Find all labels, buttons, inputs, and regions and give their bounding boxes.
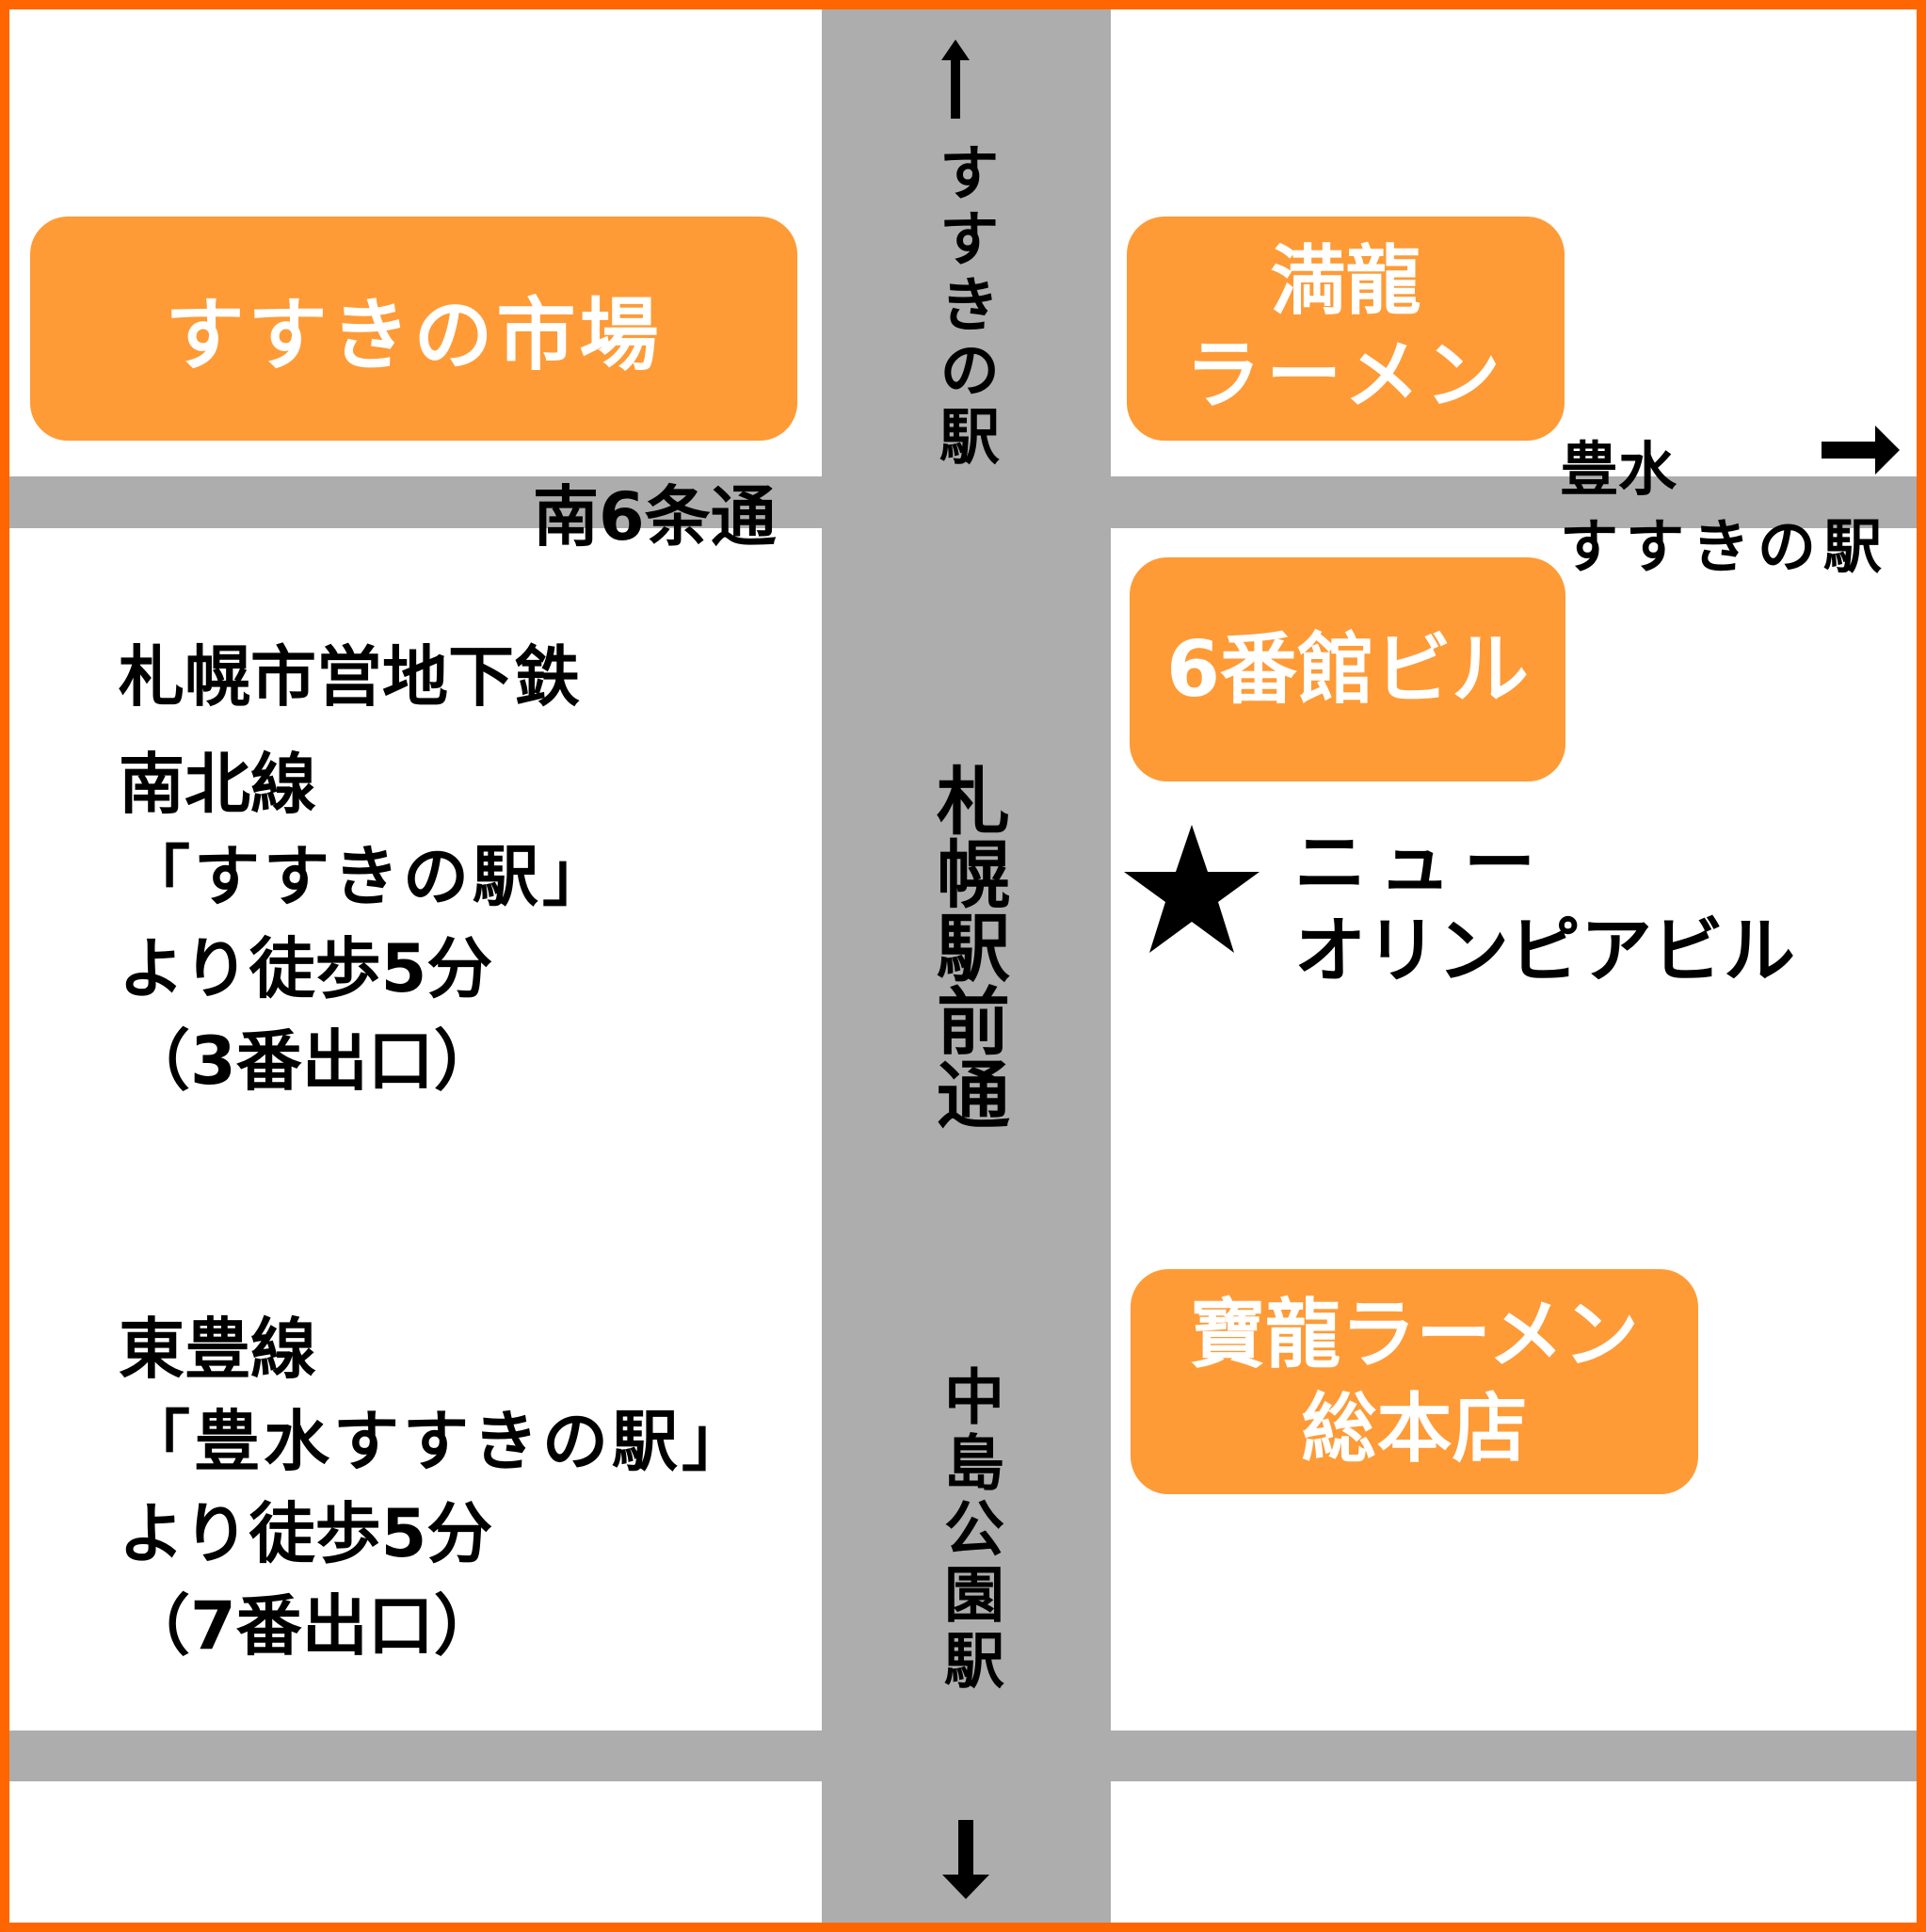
access-toho: 東豊線 「豊水すすきの駅」 より徒歩5分 （7番出口） bbox=[119, 1303, 751, 1672]
access-namboku-station: 「すすきの駅」 bbox=[124, 838, 612, 915]
arrow-up-icon bbox=[941, 40, 970, 119]
label-nakajima-koen-station: 中島公園駅 bbox=[934, 1365, 1003, 1695]
access-namboku-exit: （3番出口） bbox=[124, 1022, 500, 1100]
landmark-susukino-market: すすきの市場 bbox=[30, 217, 797, 441]
label-sapporo-ekimae-dori: 札幌駅前通 bbox=[924, 763, 1009, 1130]
access-namboku: 札幌市営地下鉄 南北線 「すすきの駅」 より徒歩5分 （3番出口） bbox=[119, 631, 612, 1107]
road-sapporo-ekimae-dori bbox=[822, 0, 1111, 1932]
access-namboku-walk: より徒歩5分 bbox=[119, 930, 493, 1007]
destination-line1: ニュー bbox=[1294, 821, 1549, 905]
landmark-horyu-line2: 総本店 bbox=[1301, 1384, 1528, 1473]
landmark-horyu-ramen: 寶龍ラーメン 総本店 bbox=[1131, 1269, 1698, 1494]
arrow-right-icon bbox=[1822, 426, 1900, 475]
star-icon bbox=[1124, 825, 1260, 953]
label-susukino-station-north: すすきの駅 bbox=[929, 141, 999, 471]
label-hosui-susukino-station: すすきの駅 bbox=[1560, 512, 1890, 581]
road-minami6jo-dori bbox=[0, 476, 1926, 528]
destination-line2: オリンピアビル bbox=[1294, 909, 1795, 992]
access-toho-walk: より徒歩5分 bbox=[119, 1495, 493, 1572]
access-header: 札幌市営地下鉄 bbox=[119, 638, 580, 716]
access-toho-station: 「豊水すすきの駅」 bbox=[124, 1403, 751, 1480]
landmark-horyu-line1: 寶龍ラーメン bbox=[1190, 1290, 1639, 1378]
arrow-down-icon bbox=[942, 1820, 989, 1899]
access-namboku-line: 南北線 bbox=[119, 746, 316, 823]
label-minami6jo-dori: 南6条通 bbox=[533, 478, 777, 555]
label-hosui: 豊水 bbox=[1560, 435, 1677, 504]
landmark-susukino-market-label: すすきの市場 bbox=[165, 288, 663, 381]
road-bottom-street bbox=[0, 1731, 1926, 1781]
landmark-building-6: 6番館ビル bbox=[1130, 557, 1565, 781]
landmark-building-6-label: 6番館ビル bbox=[1165, 625, 1530, 715]
landmark-manryu-line2: ラーメン bbox=[1185, 331, 1506, 419]
access-toho-line: 東豊線 bbox=[119, 1311, 316, 1388]
landmark-manryu-ramen: 満龍 ラーメン bbox=[1127, 217, 1565, 441]
access-toho-exit: （7番出口） bbox=[124, 1587, 500, 1665]
landmark-manryu-line1: 満龍 bbox=[1270, 237, 1421, 325]
